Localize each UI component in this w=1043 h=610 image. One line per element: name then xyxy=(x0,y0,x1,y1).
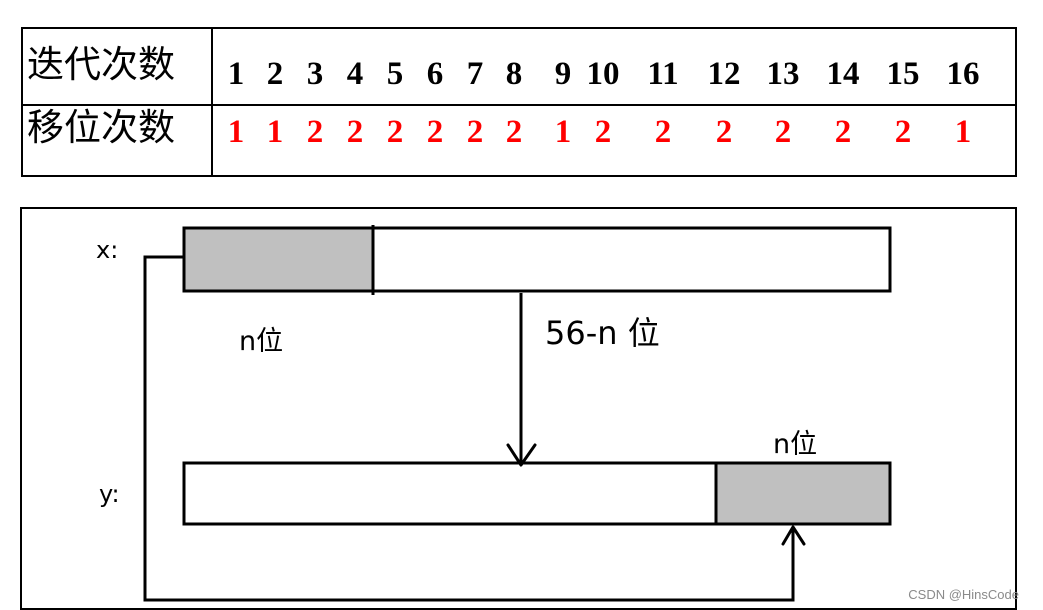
iteration-number: 2 xyxy=(266,56,284,92)
shift-count: 2 xyxy=(715,114,733,150)
left-n-bits-label: n位 xyxy=(239,326,284,357)
y-register-box xyxy=(182,461,892,526)
table-column-divider xyxy=(211,29,213,175)
diagram-canvas xyxy=(20,207,1017,610)
shift-count: 2 xyxy=(834,114,852,150)
shift-count: 2 xyxy=(426,114,444,150)
iteration-number: 13 xyxy=(766,56,800,92)
wrap-around-arrow-head xyxy=(781,525,806,546)
iteration-number: 14 xyxy=(826,56,860,92)
shift-count: 2 xyxy=(306,114,324,150)
shift-count: 1 xyxy=(554,114,572,150)
shift-count: 2 xyxy=(505,114,523,150)
iteration-number: 6 xyxy=(426,56,444,92)
row-label-shifts: 移位次数 xyxy=(27,106,175,149)
iteration-number: 10 xyxy=(586,56,620,92)
wrap-around-arrow-path xyxy=(143,255,795,602)
table-row-divider xyxy=(23,104,1015,106)
iteration-number: 4 xyxy=(346,56,364,92)
shift-count: 1 xyxy=(954,114,972,150)
iteration-number: 16 xyxy=(946,56,980,92)
shift-count: 2 xyxy=(654,114,672,150)
right-n-bits-label: n位 xyxy=(773,429,818,460)
iteration-number: 7 xyxy=(466,56,484,92)
iteration-number: 5 xyxy=(386,56,404,92)
x-register-box xyxy=(182,226,892,293)
shift-count: 1 xyxy=(266,114,284,150)
iteration-number: 8 xyxy=(505,56,523,92)
iteration-number: 11 xyxy=(647,56,679,92)
shift-diagram: x: y: n位 56-n 位 n位 xyxy=(20,207,1017,610)
iteration-number: 1 xyxy=(227,56,245,92)
iteration-number: 15 xyxy=(886,56,920,92)
watermark-text: CSDN @HinsCode xyxy=(908,587,1019,602)
shift-count: 2 xyxy=(774,114,792,150)
x-register-label: x: xyxy=(96,236,119,264)
y-register-label: y: xyxy=(99,480,120,508)
row-label-iterations: 迭代次数 xyxy=(27,43,175,86)
shift-count: 2 xyxy=(594,114,612,150)
shift-count: 2 xyxy=(466,114,484,150)
diagram-frame xyxy=(20,207,1017,610)
iteration-number: 9 xyxy=(554,56,572,92)
shift-count: 1 xyxy=(227,114,245,150)
y-filled-bits-segment xyxy=(716,463,890,524)
shift-count: 2 xyxy=(894,114,912,150)
middle-56-minus-n-label: 56-n 位 xyxy=(545,314,660,352)
iteration-number: 12 xyxy=(707,56,741,92)
x-shifted-bits-segment xyxy=(184,228,373,291)
shift-count: 2 xyxy=(346,114,364,150)
iteration-number: 3 xyxy=(306,56,324,92)
middle-shift-arrow-head xyxy=(506,443,537,467)
shift-count: 2 xyxy=(386,114,404,150)
